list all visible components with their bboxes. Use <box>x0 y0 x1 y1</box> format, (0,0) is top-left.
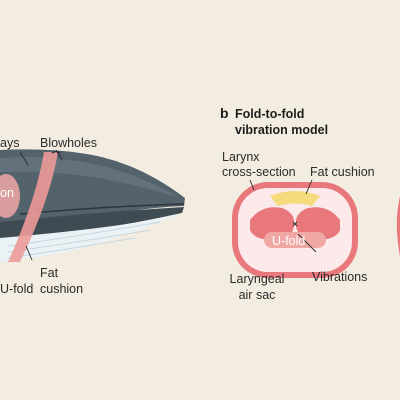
leader-vibrations <box>297 233 317 253</box>
larynx-label-line2: cross-section <box>222 165 296 179</box>
panel-title-line1: Fold-to-fold <box>235 107 305 121</box>
larynx-label-line1: Larynx <box>222 150 260 164</box>
ufold-partial-label: U-fold <box>0 282 34 296</box>
vibrations-label: Vibrations <box>312 270 368 284</box>
left-fold <box>250 207 295 240</box>
airways-label: ays <box>0 136 20 150</box>
fat-cushion-label-line1: Fat <box>40 266 59 280</box>
whale-illustration <box>0 149 185 262</box>
next-panel-sliver <box>396 196 400 256</box>
larynx-partial-label: on <box>0 186 14 200</box>
right-fold <box>295 207 340 240</box>
blowhole <box>51 150 61 154</box>
leader-larynx <box>249 179 255 191</box>
panel-letter: b <box>220 105 229 121</box>
fat-cushion-shape <box>270 191 320 206</box>
laryngeal-label-line2: air sac <box>238 288 276 302</box>
leader-blowholes <box>55 149 63 161</box>
leader-fat-cushion <box>305 179 313 195</box>
fat-cushion-label-line2: cushion <box>40 282 84 296</box>
vibration-marks <box>292 221 298 227</box>
whale-jaw <box>0 207 184 240</box>
whale-belly <box>0 213 182 262</box>
blowholes-label: Blowholes <box>40 136 97 150</box>
airway-tube <box>8 152 58 262</box>
leader-airways <box>19 151 29 166</box>
ufold-label: U-fold <box>272 234 306 248</box>
panel-title-line2: vibration model <box>235 123 329 137</box>
leader-fat <box>25 245 33 261</box>
larynx-highlight <box>0 174 20 218</box>
laryngeal-label-line1: Laryngeal <box>229 272 285 286</box>
fat-cushion-right-label: Fat cushion <box>310 165 375 179</box>
larynx-cross-section <box>232 179 358 278</box>
ufold-band <box>264 232 326 248</box>
